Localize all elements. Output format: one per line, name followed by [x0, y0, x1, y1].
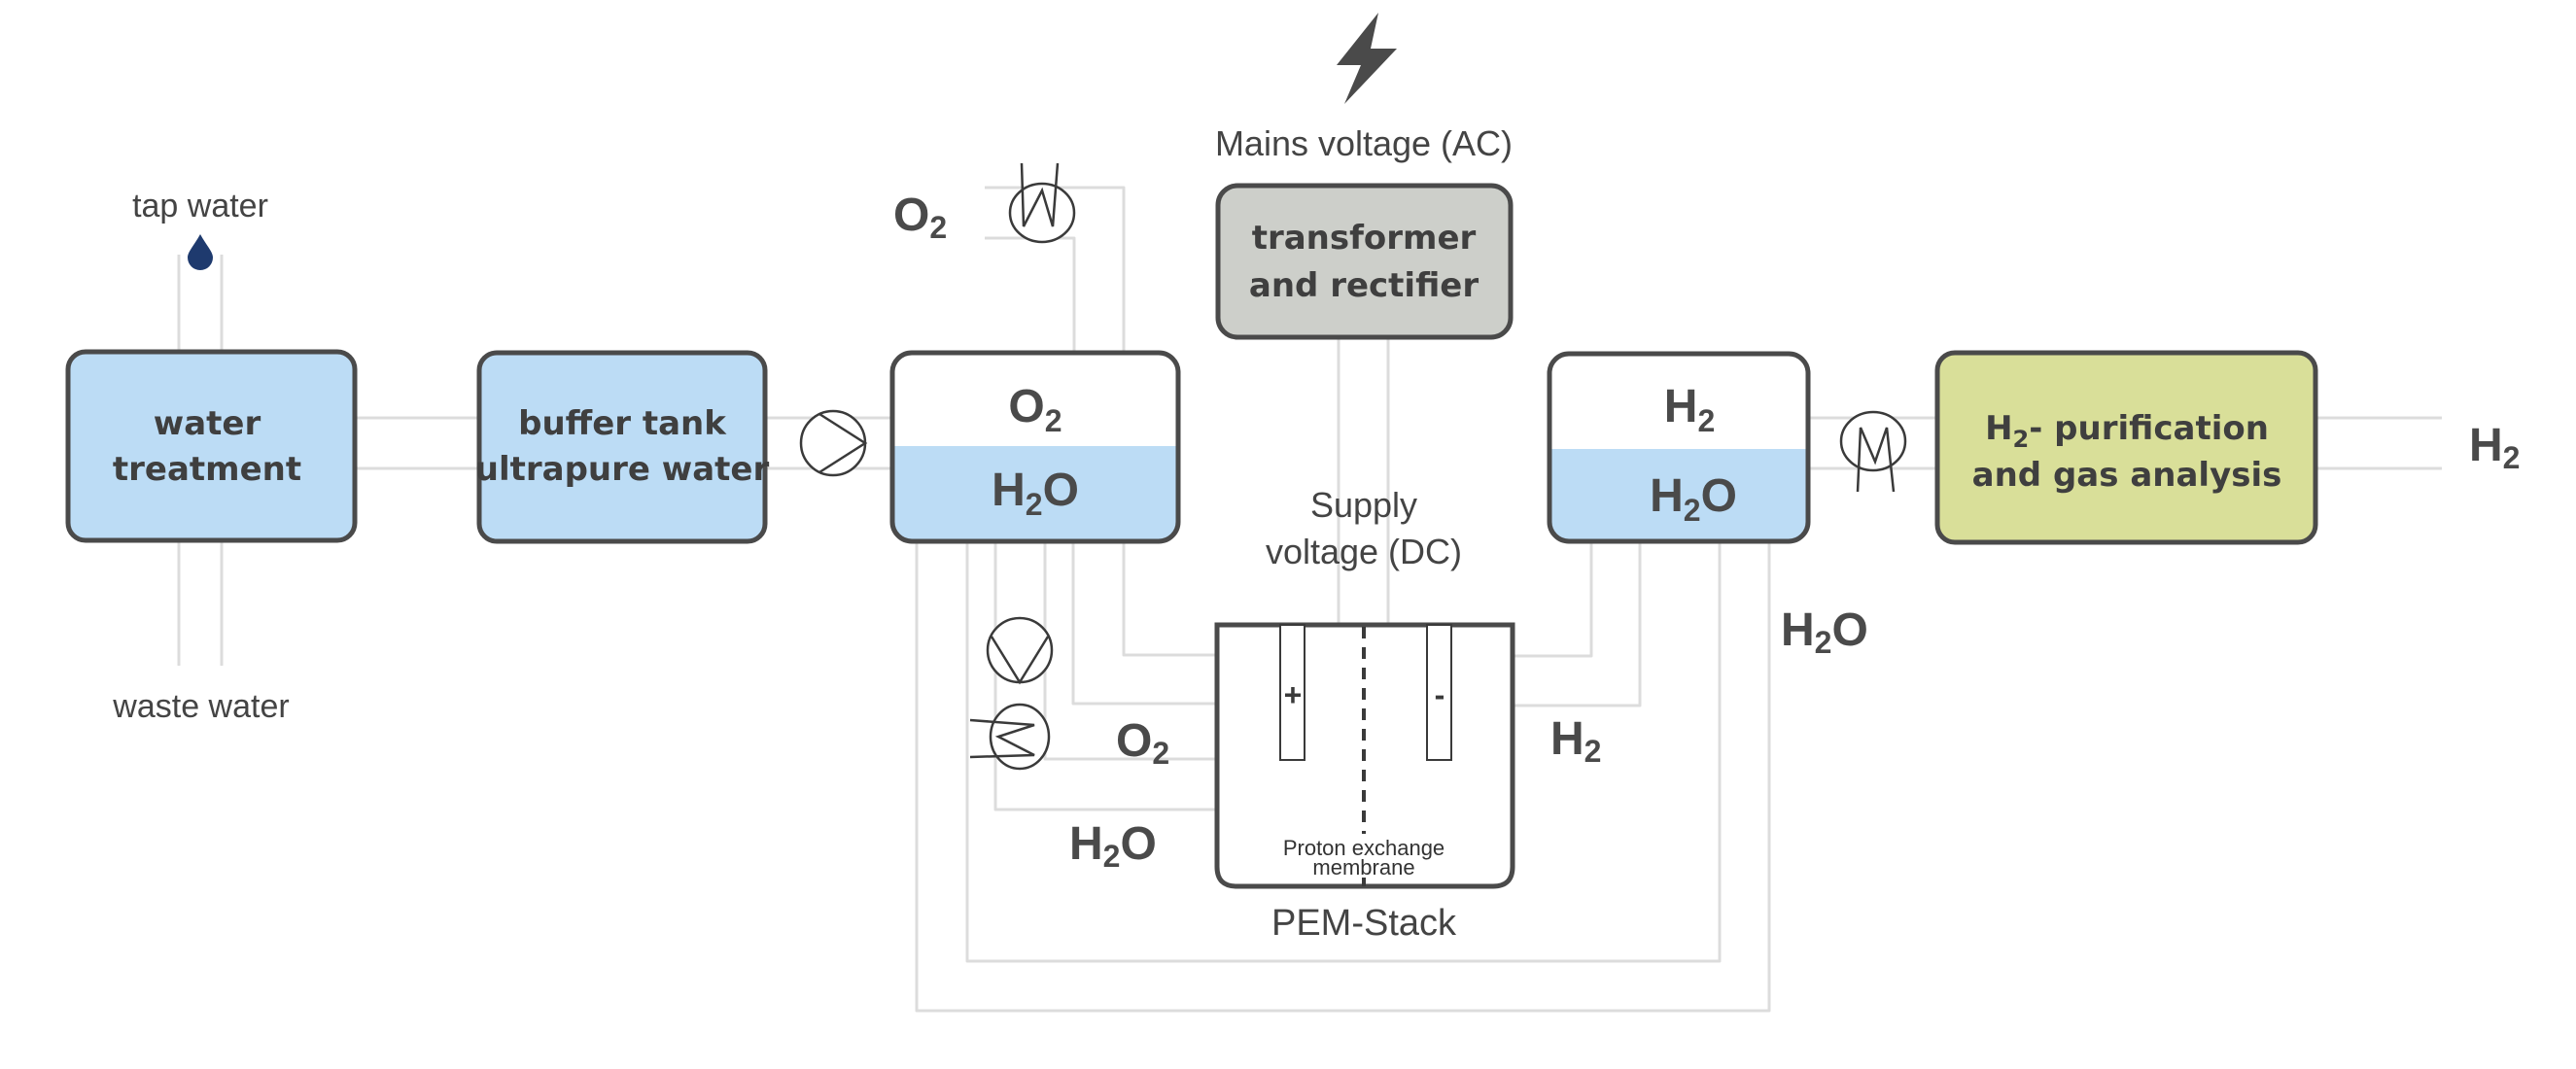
- h2-tank-liquid-label: H2O: [1650, 470, 1737, 528]
- buffer-tank-box[interactable]: buffer tank ultrapure water: [475, 350, 770, 544]
- anode-electrode: [1279, 624, 1305, 761]
- h2-product-label: H2: [2469, 420, 2520, 475]
- tap-water-label: tap water: [132, 188, 268, 224]
- water-droplet-icon: [188, 234, 213, 270]
- h2-heat-exchanger-icon: [1839, 410, 1907, 493]
- pipe-stack-h2tank-2: [1513, 541, 1642, 707]
- o2-stack-label: O2: [1116, 715, 1169, 771]
- pem-stack[interactable]: + - Proton exchange membrane: [1214, 622, 1515, 889]
- o2-stack-heat-exchanger-icon: [969, 703, 1051, 771]
- o2-vent-label: O2: [893, 190, 947, 245]
- lightning-bolt-icon: [1337, 13, 1397, 104]
- hydrogen-separator-tank[interactable]: H2 H2O: [1547, 351, 1811, 546]
- pipe-loop-outer: [915, 541, 1771, 1013]
- transformer-line2: and rectifier: [1249, 266, 1479, 305]
- feed-pump-icon: [799, 409, 868, 477]
- pem-stack-label: PEM-Stack: [1271, 903, 1457, 944]
- water-treatment-box[interactable]: water treatment: [65, 349, 358, 543]
- circulation-pump-icon: [986, 616, 1054, 685]
- membrane-label-line2: membrane: [1312, 855, 1414, 879]
- mains-voltage-label: Mains voltage (AC): [1215, 123, 1513, 163]
- pipes: [177, 186, 2442, 1013]
- transformer-line1: transformer: [1252, 219, 1477, 258]
- supply-voltage-line1: Supply: [1310, 485, 1417, 525]
- anode-sign: +: [1284, 677, 1303, 712]
- oxygen-separator-tank[interactable]: O2 H2O: [889, 350, 1181, 544]
- pipe-o2tank-stack-1: [1122, 541, 1217, 657]
- o2-tank-liquid-label: H2O: [992, 465, 1079, 522]
- purification-line2: and gas analysis: [1972, 456, 2282, 495]
- cathode-sign: -: [1435, 677, 1445, 712]
- h2-stack-label: H2: [1550, 713, 1601, 769]
- h2-purification-box[interactable]: H2- purification and gas analysis: [1934, 350, 2318, 545]
- waste-water-label: waste water: [112, 688, 289, 725]
- purification-line1: H2- purification: [1985, 409, 2269, 453]
- o2-vent-heat-exchanger-icon: [1008, 162, 1076, 244]
- pipe-o2tank-stack-2: [1071, 541, 1217, 706]
- h2-tank-gas-label: H2: [1664, 381, 1715, 438]
- buffer-tank-line1: buffer tank: [518, 404, 727, 443]
- cathode-electrode: [1426, 624, 1452, 761]
- pipe-loop-inner: [965, 541, 1722, 963]
- h2o-return-label: H2O: [1781, 604, 1868, 660]
- water-treatment-line2: treatment: [113, 450, 301, 489]
- water-treatment-line1: water: [154, 404, 261, 443]
- buffer-tank-line2: ultrapure water: [475, 450, 770, 489]
- pipe-stack-h2tank-1: [1513, 541, 1593, 658]
- pipe-o2-vent-1: [985, 236, 1076, 353]
- membrane-label-line1: Proton exchange: [1283, 836, 1445, 860]
- h2o-stack-label: H2O: [1069, 818, 1157, 874]
- transformer-rectifier-box[interactable]: transformer and rectifier: [1215, 183, 1514, 340]
- pipe-o2tank-stack-3: [1043, 541, 1217, 761]
- o2-tank-gas-label: O2: [1008, 381, 1062, 438]
- supply-voltage-line2: voltage (DC): [1266, 532, 1462, 571]
